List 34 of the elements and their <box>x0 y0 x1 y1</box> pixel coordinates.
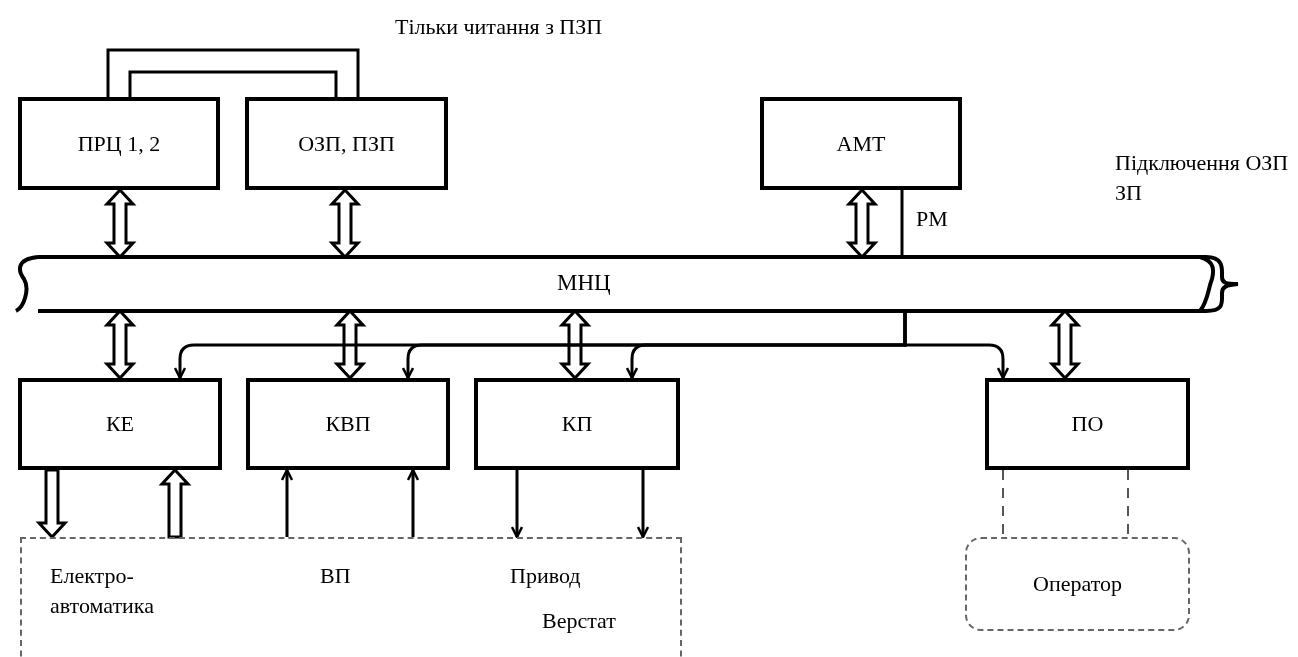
node-label: АМТ <box>836 129 886 158</box>
node-label: КВП <box>325 410 371 438</box>
node-label: Привод <box>510 562 581 590</box>
node-label: Електро- автоматика <box>50 562 155 620</box>
note-text: Тільки читання з ПЗП <box>395 13 604 41</box>
arrow <box>280 468 294 537</box>
process-box <box>760 97 962 190</box>
process-box <box>245 97 448 190</box>
connector-line <box>106 48 360 97</box>
process-box <box>985 378 1190 470</box>
node-label: ПРЦ 1, 2 <box>77 129 161 158</box>
arrow <box>510 470 524 539</box>
connector-line <box>128 70 338 97</box>
operator-box <box>965 537 1190 631</box>
process-box <box>246 378 450 470</box>
process-box <box>474 378 680 470</box>
note-text: Підключення ОЗП ЗП <box>1115 149 1290 207</box>
arrow <box>406 468 420 537</box>
process-box <box>18 97 220 190</box>
node-label: Оператор <box>1033 570 1122 598</box>
node-label: ОЗП, ПЗП <box>298 129 395 158</box>
node-label: ВП <box>320 562 351 590</box>
node-label: МНЦ <box>557 269 611 297</box>
connector-line <box>900 190 904 257</box>
node-label: Верстат <box>542 607 616 635</box>
node-label: КП <box>561 410 593 438</box>
arrow <box>636 470 650 539</box>
node-label: КЕ <box>105 410 135 438</box>
machine-area <box>20 537 682 657</box>
bus-arrow <box>158 467 192 539</box>
node-label: ПО <box>1071 410 1104 438</box>
process-box <box>18 378 222 470</box>
arrow <box>903 311 1010 380</box>
bus-arrow <box>35 468 69 540</box>
